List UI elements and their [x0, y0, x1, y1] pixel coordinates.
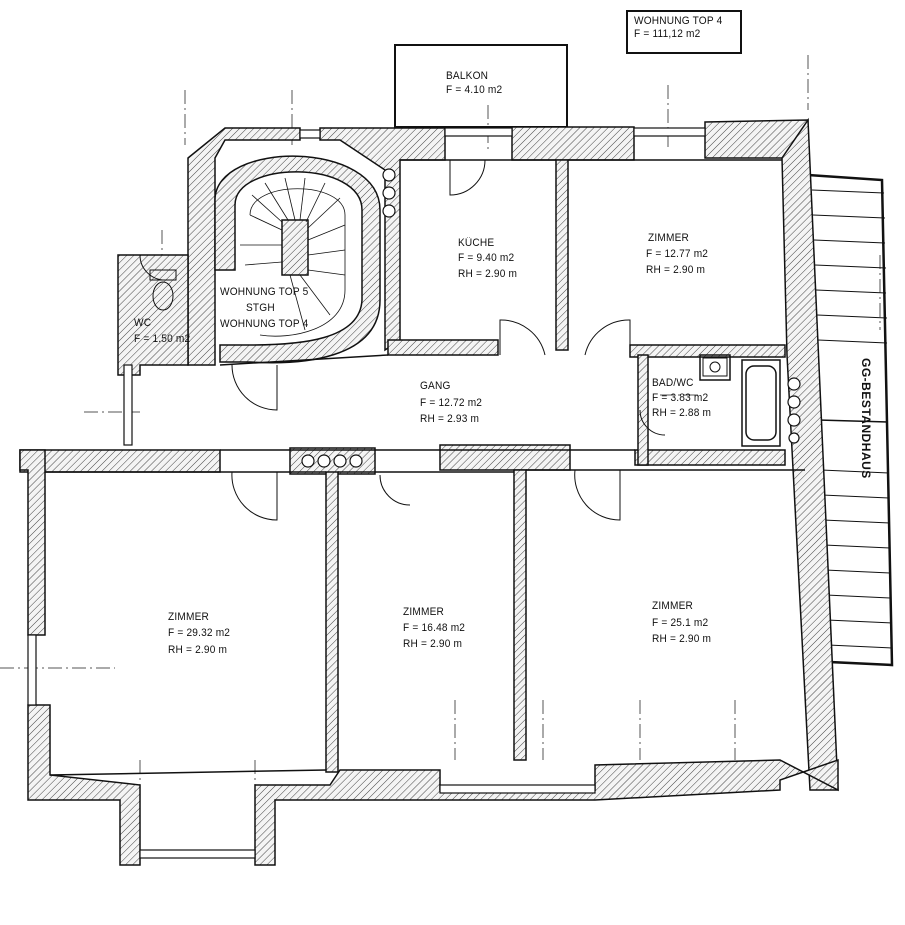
- chimney-flues: [301, 168, 801, 468]
- unit-area: F = 111,12 m2: [634, 28, 701, 40]
- kueche-height: RH = 2.90 m: [458, 268, 518, 280]
- room-outlines: [45, 159, 805, 776]
- neighbor-building-label: GG-BESTANDHAUS: [859, 358, 873, 479]
- stairs-line-3: WOHNUNG TOP 4: [220, 318, 309, 330]
- sink-icon: [702, 357, 728, 377]
- zimmer-right-name: ZIMMER: [652, 600, 694, 612]
- kueche-area: F = 9.40 m2: [458, 252, 515, 264]
- unit-title-box: WOHNUNG TOP 4 F = 111,12 m2: [626, 10, 742, 54]
- walls: [19, 117, 839, 866]
- bad-area: F = 3.83 m2: [652, 392, 709, 404]
- zimmer-right-area: F = 25.1 m2: [652, 617, 709, 629]
- wc-name: WC: [134, 317, 152, 329]
- balkon-name: BALKON: [446, 70, 489, 82]
- gang-height: RH = 2.93 m: [420, 413, 480, 425]
- stairs-line-2: STGH: [246, 302, 275, 314]
- zimmer-right-height: RH = 2.90 m: [652, 633, 712, 645]
- bad-name: BAD/WC: [652, 377, 694, 389]
- gang-name: GANG: [420, 380, 451, 392]
- staircase: [240, 177, 346, 337]
- kueche-name: KÜCHE: [458, 237, 495, 249]
- zimmer-mid-height: RH = 2.90 m: [403, 638, 463, 650]
- balcony-outline: [394, 44, 568, 128]
- balkon-area: F = 4.10 m2: [446, 84, 503, 96]
- zimmer-mid-area: F = 16.48 m2: [403, 622, 466, 634]
- unit-title: WOHNUNG TOP 4: [634, 15, 723, 27]
- windows: [27, 127, 706, 859]
- stairs-line-1: WOHNUNG TOP 5: [220, 286, 309, 298]
- gang-area: F = 12.72 m2: [420, 397, 483, 409]
- zimmer-left-area: F = 29.32 m2: [168, 627, 231, 639]
- zimmer-top-right-area: F = 12.77 m2: [646, 248, 709, 260]
- zimmer-mid-name: ZIMMER: [403, 606, 445, 618]
- toilet-icon: [149, 269, 177, 311]
- wc-area: F = 1.50 m2: [134, 333, 191, 345]
- zimmer-left-height: RH = 2.90 m: [168, 644, 228, 656]
- zimmer-top-right-height: RH = 2.90 m: [646, 264, 706, 276]
- zimmer-left-name: ZIMMER: [168, 611, 210, 623]
- zimmer-top-right-name: ZIMMER: [648, 232, 690, 244]
- bad-height: RH = 2.88 m: [652, 407, 712, 419]
